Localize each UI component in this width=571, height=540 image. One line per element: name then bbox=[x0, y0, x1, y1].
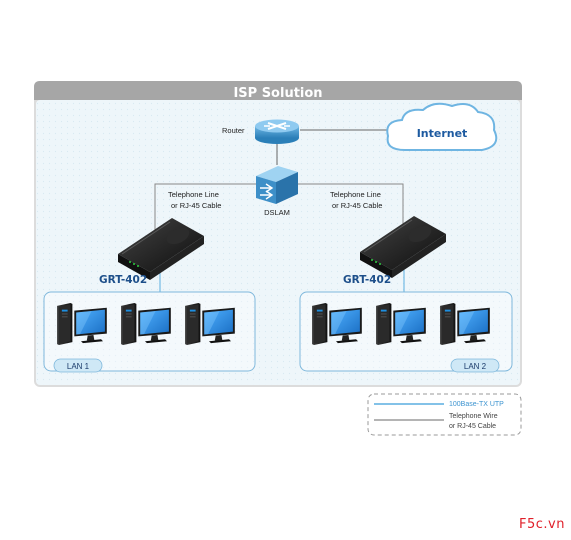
device-right-label: GRT-402 bbox=[343, 274, 391, 286]
internet-label: Internet bbox=[417, 127, 468, 140]
device-left-label: GRT-402 bbox=[99, 274, 147, 286]
router-label: Router bbox=[222, 126, 245, 135]
dslam-icon bbox=[256, 166, 298, 204]
legend-wire-label-line2: or RJ-45 Cable bbox=[449, 423, 496, 430]
lan-right-tag bbox=[450, 358, 500, 373]
right-link-label-line1: Telephone Line bbox=[330, 190, 381, 199]
watermark: F5c.vn bbox=[519, 517, 565, 532]
cloud-icon bbox=[386, 102, 498, 151]
lan-right-label: LAN 2 bbox=[464, 362, 487, 371]
diagram-title: ISP Solution bbox=[233, 86, 322, 101]
legend-utp-label: 100Base-TX UTP bbox=[449, 401, 504, 408]
lan-left-label: LAN 1 bbox=[67, 362, 90, 371]
dslam-label: DSLAM bbox=[264, 208, 290, 217]
legend-wire-label-line1: Telephone Wire bbox=[449, 413, 498, 420]
right-link-label-line2: or RJ-45 Cable bbox=[332, 201, 382, 210]
dslam-right-line bbox=[298, 183, 404, 225]
dslam-left-line bbox=[154, 183, 256, 245]
router-icon bbox=[255, 119, 299, 144]
connections bbox=[154, 129, 405, 292]
left-link-label-line1: Telephone Line bbox=[168, 190, 219, 199]
title-bar bbox=[34, 81, 522, 100]
left-link-label-line2: or RJ-45 Cable bbox=[171, 201, 221, 210]
lan-left-tag bbox=[53, 358, 103, 373]
